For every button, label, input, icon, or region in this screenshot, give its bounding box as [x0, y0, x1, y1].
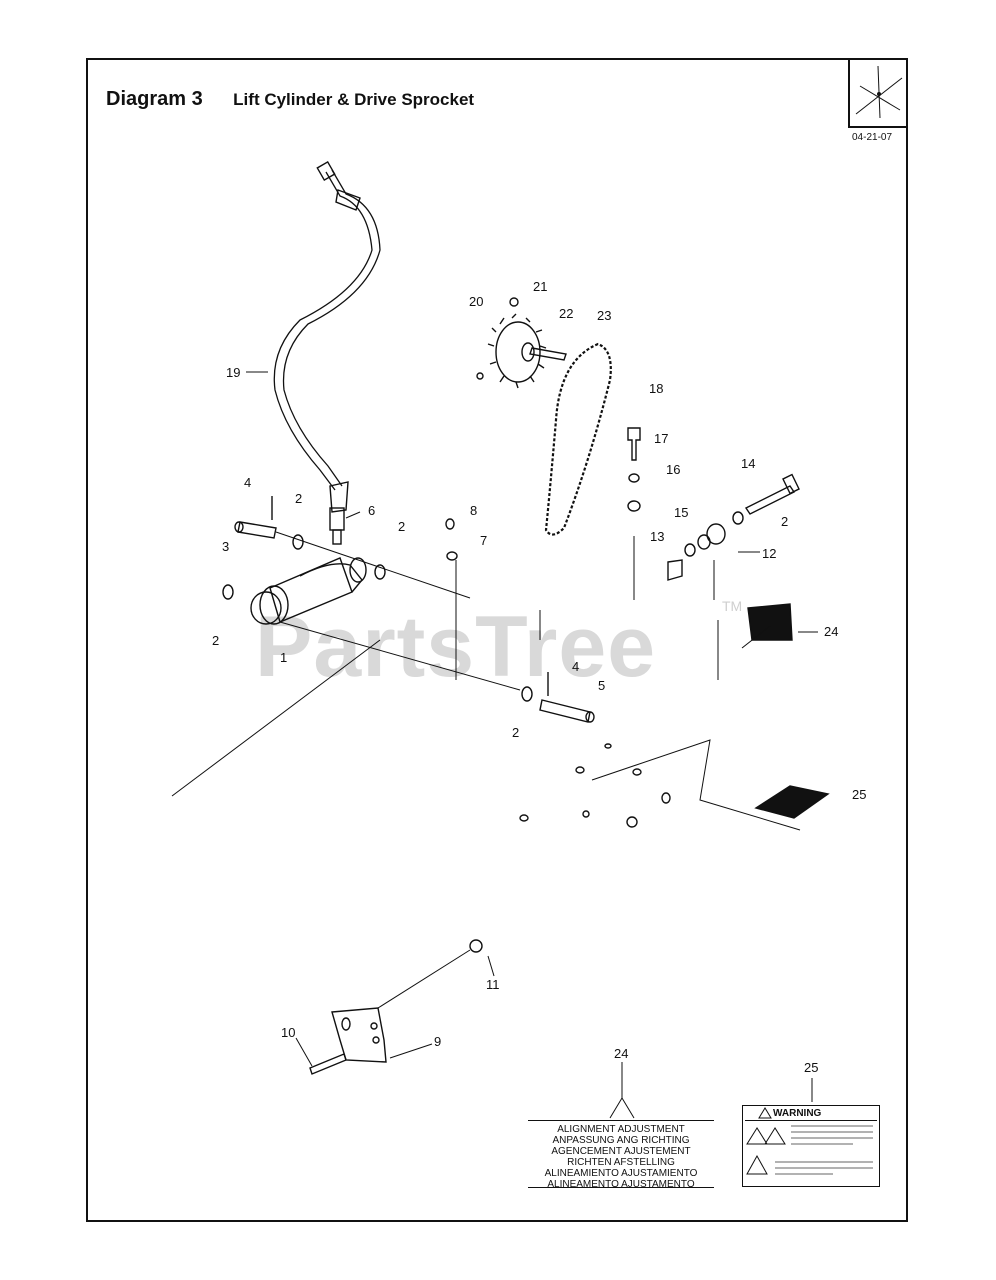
- callout-24a: 24: [824, 624, 838, 639]
- nut-11: [469, 939, 483, 953]
- washer-2b: [374, 564, 386, 580]
- callout-1: 1: [280, 650, 287, 665]
- bolt-10: [309, 1053, 347, 1075]
- warning-decal-graphics: [746, 1107, 873, 1175]
- label24-line: RICHTEN AFSTELLING: [567, 1157, 675, 1168]
- callout-3: 3: [222, 539, 229, 554]
- label24-line: ALIGNMENT ADJUSTMENT: [557, 1124, 685, 1135]
- diagram-title: Diagram 3: [106, 88, 203, 110]
- watermark: PartsTree: [255, 599, 657, 695]
- callout-23: 23: [597, 308, 611, 323]
- callout-4b: 4: [572, 659, 579, 674]
- nut-21: [509, 297, 519, 307]
- callout-20: 20: [469, 294, 483, 309]
- callout-2e: 2: [781, 514, 788, 529]
- orientation-icon: [855, 65, 903, 119]
- hose-fitting-top: [316, 160, 336, 182]
- callout-12: 12: [762, 546, 776, 561]
- label24-line: AGENCEMENT AJUSTEMENT: [551, 1146, 691, 1157]
- washer-2c: [222, 584, 234, 600]
- washer-2a: [292, 534, 304, 550]
- callout-4a: 4: [244, 475, 251, 490]
- washer-2d: [521, 686, 533, 702]
- bushing-15: [706, 523, 726, 545]
- callout-25b: 25: [804, 1060, 818, 1075]
- decal-25-placed: [754, 785, 830, 819]
- decal-24-placed: [747, 603, 793, 641]
- hazard-icon: [746, 1127, 768, 1145]
- drive-chain: [544, 342, 612, 536]
- bolt-14: [744, 485, 796, 515]
- nut-7: [446, 551, 458, 561]
- pin-3: [237, 521, 277, 539]
- warning-divider: [745, 1120, 877, 1121]
- callout-5: 5: [598, 678, 605, 693]
- callout-14: 14: [741, 456, 755, 471]
- label24-line: ANPASSUNG ANG RICHTING: [552, 1135, 690, 1146]
- callout-10: 10: [281, 1025, 295, 1040]
- watermark-tm: TM: [722, 598, 743, 614]
- lift-cylinder: [250, 557, 367, 625]
- washer-2e: [732, 511, 744, 525]
- hydraulic-hose: [273, 171, 373, 491]
- label24-line: ALINEAMIENTO AJUSTAMIENTO: [544, 1168, 698, 1179]
- hazard-icon: [764, 1127, 786, 1145]
- revision-date: 04-21-07: [852, 132, 893, 143]
- callout-2c: 2: [212, 633, 219, 648]
- callout-9: 9: [434, 1034, 441, 1049]
- diagram-frame: [86, 58, 908, 1222]
- callout-2a: 2: [295, 491, 302, 506]
- callout-18: 18: [649, 381, 663, 396]
- drive-sprocket: [487, 313, 547, 389]
- callout-16: 16: [666, 462, 680, 477]
- pin-5: [539, 699, 591, 723]
- alignment-adjustment-decal: ALIGNMENT ADJUSTMENT ANPASSUNG ANG RICHT…: [528, 1120, 714, 1190]
- key-22: [529, 347, 567, 361]
- callout-6: 6: [368, 503, 375, 518]
- title-row: Diagram 3 Lift Cylinder & Drive Sprocket: [106, 88, 474, 111]
- bracket-9: [331, 1007, 387, 1063]
- callout-17: 17: [654, 431, 668, 446]
- washer-17: [628, 473, 640, 483]
- callout-15: 15: [674, 505, 688, 520]
- washer-8: [445, 518, 455, 530]
- warning-decal: WARNING: [742, 1105, 880, 1187]
- callout-2b: 2: [398, 519, 405, 534]
- warning-title: WARNING: [773, 1108, 822, 1119]
- callout-21: 21: [533, 279, 547, 294]
- bolt-18: [627, 427, 641, 461]
- callout-24b: 24: [614, 1046, 628, 1061]
- callout-13: 13: [650, 529, 664, 544]
- diagram-subtitle: Lift Cylinder & Drive Sprocket: [233, 90, 475, 109]
- nut-16: [627, 500, 641, 512]
- callout-11: 11: [486, 977, 500, 992]
- bracket-13: [667, 559, 683, 581]
- label24-line: ALINEAMENTO AJUSTAMENTO: [547, 1179, 695, 1190]
- orientation-box: [848, 58, 908, 128]
- callout-25a: 25: [852, 787, 866, 802]
- callout-8: 8: [470, 503, 477, 518]
- mount-plate: [591, 739, 801, 831]
- callout-2d: 2: [512, 725, 519, 740]
- callout-19: 19: [226, 365, 240, 380]
- callout-22: 22: [559, 306, 573, 321]
- hazard-icon: [746, 1154, 768, 1175]
- callout-7: 7: [480, 533, 487, 548]
